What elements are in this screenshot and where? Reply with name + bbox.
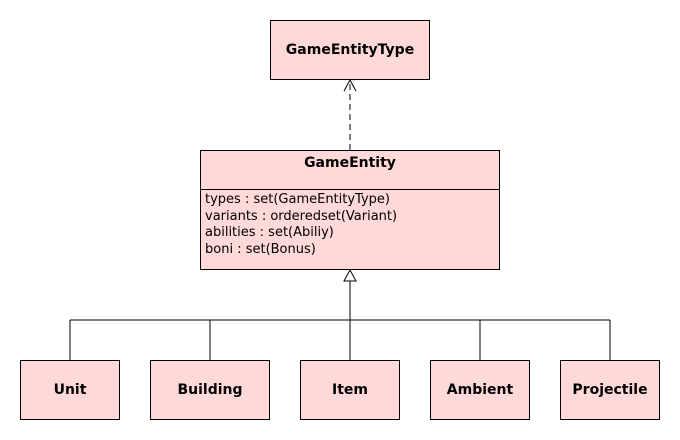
class-box-projectile[interactable]: Projectile — [560, 360, 660, 420]
generalization-arrowhead — [343, 268, 357, 282]
attribute-boni: boni : set(Bonus) — [205, 241, 316, 257]
class-header: GameEntity — [201, 151, 499, 190]
attribute-abilities: abilities : set(Abiliy) — [205, 225, 334, 240]
class-box-building[interactable]: Building — [150, 360, 270, 420]
class-name: Unit — [53, 382, 87, 398]
class-box-game-entity-type[interactable]: GameEntityType — [270, 20, 430, 80]
attribute-variants: variants : orderedset(Variant) — [205, 208, 398, 224]
dependency-arrowhead — [343, 78, 357, 92]
class-name: GameEntityType — [285, 42, 415, 58]
class-box-game-entity[interactable]: GameEntity types : set(GameEntityType) v… — [200, 150, 500, 270]
class-name: Ambient — [446, 382, 514, 398]
class-name: Building — [177, 382, 243, 398]
class-name: GameEntity — [304, 155, 396, 171]
class-name: Item — [332, 382, 368, 398]
attribute-list: types : set(GameEntityType) variants : o… — [201, 190, 499, 258]
class-name: Projectile — [572, 382, 648, 398]
class-box-ambient[interactable]: Ambient — [430, 360, 530, 420]
class-box-unit[interactable]: Unit — [20, 360, 120, 420]
attribute-types: types : set(GameEntityType) — [205, 192, 390, 207]
class-box-item[interactable]: Item — [300, 360, 400, 420]
